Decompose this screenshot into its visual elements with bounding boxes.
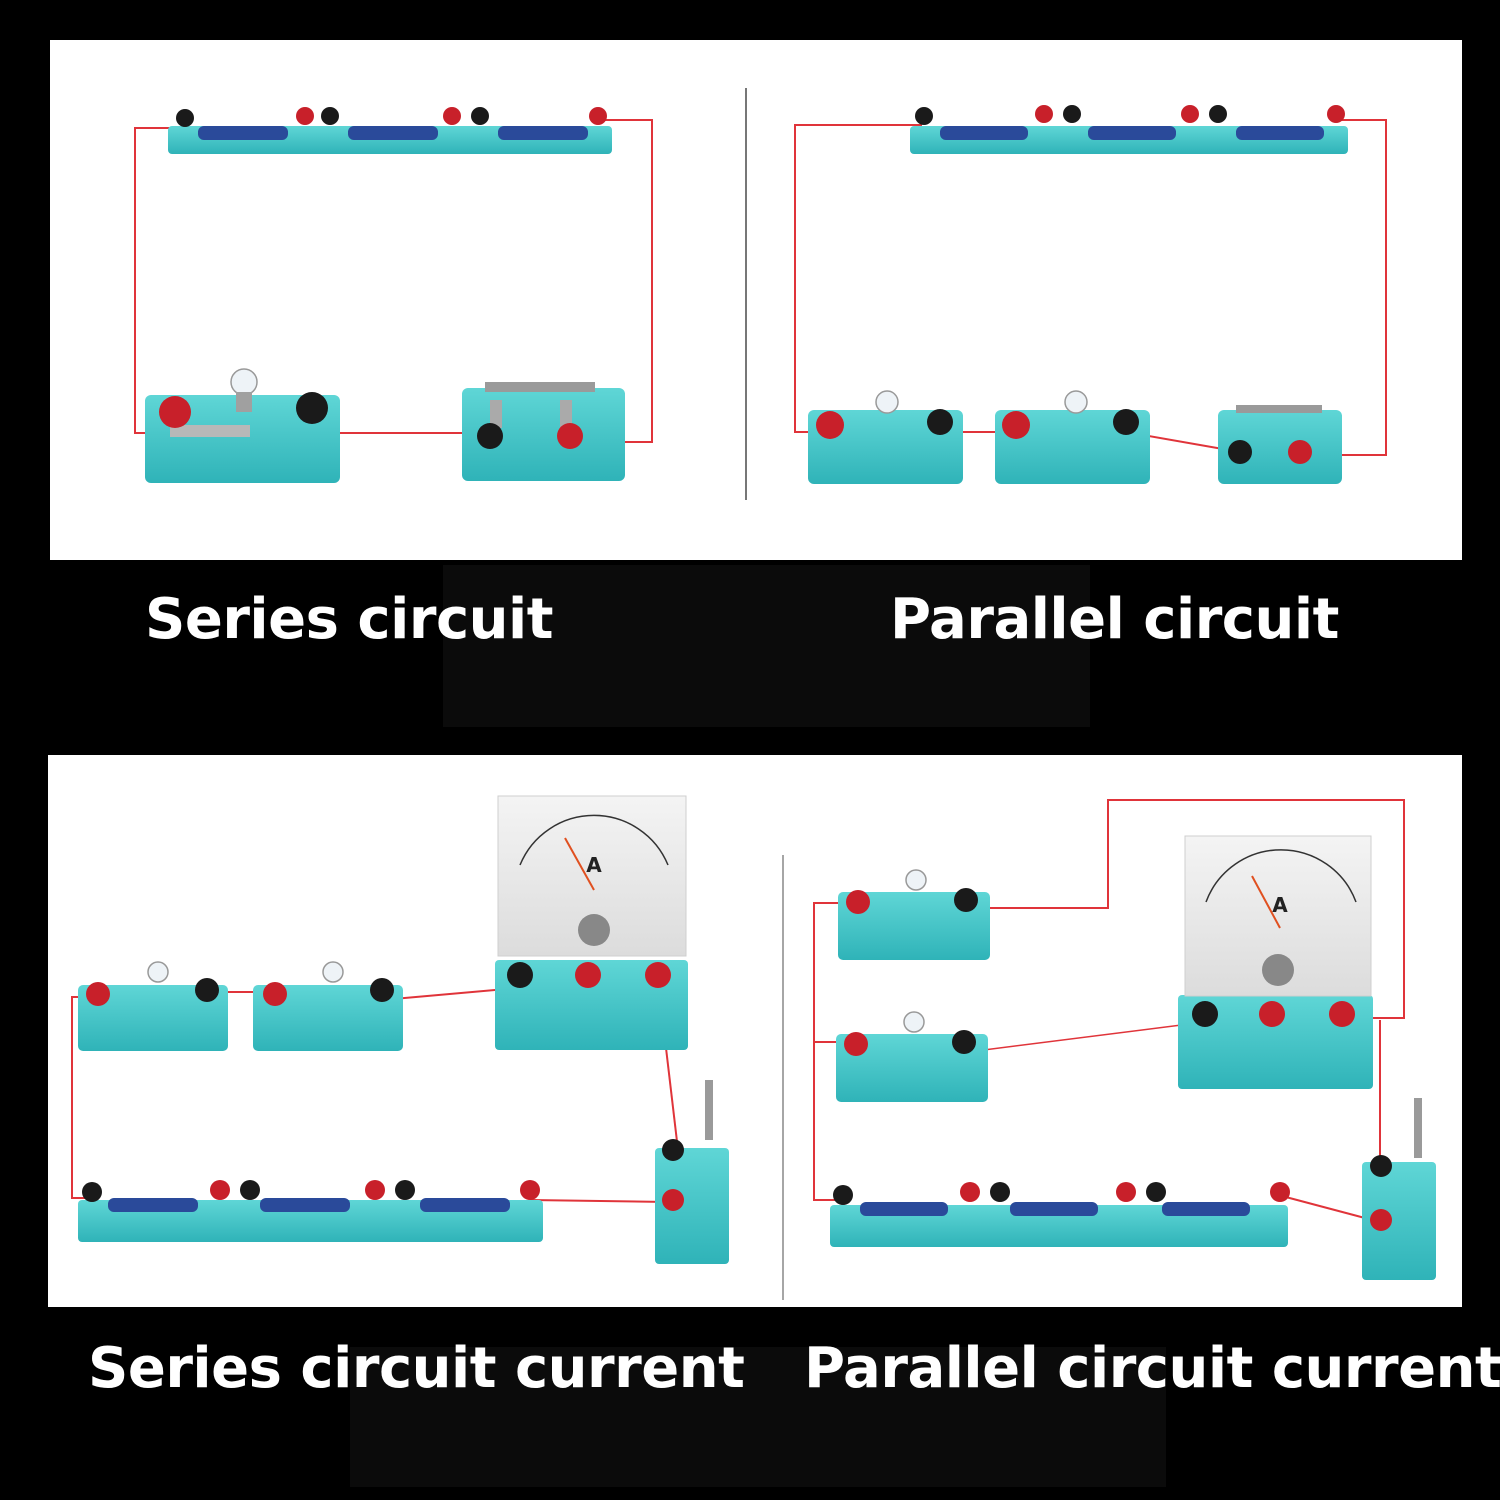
wire bbox=[1300, 119, 1387, 456]
wire bbox=[967, 1021, 1206, 1053]
terminals bbox=[915, 105, 1345, 125]
switch bbox=[655, 1080, 729, 1264]
bulb-holder bbox=[145, 368, 340, 483]
switch bbox=[1218, 405, 1342, 484]
bulb-holder bbox=[253, 961, 403, 1051]
wire bbox=[813, 902, 855, 1201]
wire bbox=[134, 127, 182, 434]
bulb-holder bbox=[78, 961, 228, 1051]
series-circuit-diagram bbox=[134, 107, 653, 483]
ammeter: A bbox=[1178, 835, 1373, 1089]
ammeter: A bbox=[495, 795, 688, 1050]
wire bbox=[968, 799, 1405, 1019]
ammeter-unit: A bbox=[1272, 893, 1288, 917]
caption-backdrop bbox=[350, 1347, 1166, 1487]
bulb-holder bbox=[808, 390, 963, 484]
battery-holder bbox=[910, 126, 1348, 154]
parallel-current-diagram: A bbox=[813, 799, 1436, 1280]
series-circuit-caption: Series circuit bbox=[145, 587, 553, 652]
battery-holder bbox=[78, 1180, 543, 1242]
parallel-circuit-caption: Parallel circuit bbox=[890, 587, 1339, 652]
switch bbox=[1362, 1098, 1436, 1280]
battery-holder bbox=[830, 1182, 1290, 1247]
terminals bbox=[176, 107, 607, 127]
wire bbox=[529, 1199, 669, 1203]
battery-holder bbox=[168, 126, 612, 154]
parallel-circuit-diagram bbox=[794, 105, 1387, 484]
switch bbox=[462, 382, 625, 481]
bulb-holder bbox=[838, 869, 990, 960]
ammeter-unit: A bbox=[586, 853, 602, 877]
series-circuit-current-caption: Series circuit current bbox=[88, 1336, 745, 1401]
bulb-holder bbox=[836, 1011, 988, 1102]
bulb-holder bbox=[995, 390, 1150, 484]
wire bbox=[794, 124, 922, 433]
caption-backdrop bbox=[443, 565, 1090, 727]
parallel-circuit-current-caption: Parallel circuit current bbox=[804, 1336, 1500, 1401]
series-current-diagram: A bbox=[71, 795, 729, 1264]
